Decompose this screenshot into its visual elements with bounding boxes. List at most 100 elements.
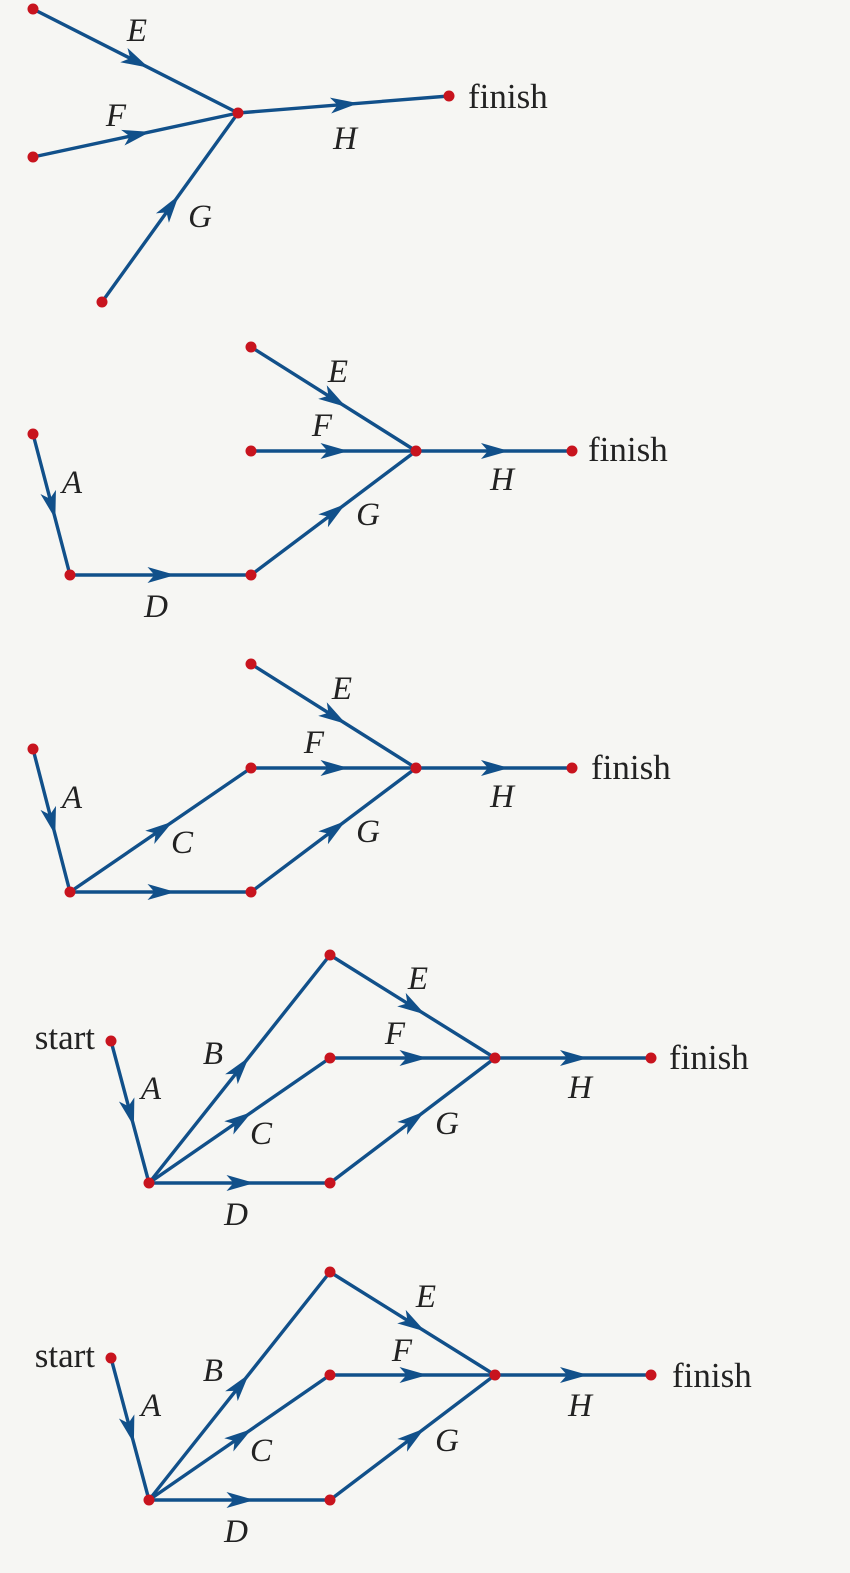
terminal-label-finish: finish [588,430,668,469]
edge-label-h: H [332,121,359,157]
edge-label-c: C [171,825,194,861]
edge-a: A [109,1039,162,1185]
edge-a: A [31,747,83,894]
edge-label-c: C [250,1433,273,1469]
edge-g: G [328,1373,497,1502]
node-point [64,569,76,581]
edge-label-e: E [407,961,428,997]
edge-label-f: F [105,98,127,134]
node-point [443,90,455,102]
edge-g: G [249,449,418,577]
edge-g: G [249,766,418,894]
arrow-icon [481,443,509,459]
node-point [143,1494,155,1506]
arrow-icon [481,760,509,776]
node-point [64,886,76,898]
edge-label-g: G [435,1106,459,1142]
node-point [324,1052,336,1064]
arrow-icon [225,1374,249,1402]
edge-f: F [31,98,240,159]
node-point [245,341,257,353]
node-point [27,743,39,755]
node-point [324,1266,336,1278]
arrow-icon [318,702,347,724]
arrow-icon [226,1175,255,1191]
node-point [489,1052,501,1064]
node-point [489,1369,501,1381]
edge-label-e: E [331,671,352,707]
node-point [105,1035,117,1047]
edge-c: C [147,1056,332,1185]
arrow-icon [121,129,151,146]
edge-h: H [493,1050,653,1106]
arrow-icon [224,1428,252,1452]
edge-c: C [68,766,253,894]
arrow-icon [155,195,179,223]
edge-e: E [249,345,418,453]
arrow-icon [329,97,359,114]
edge-label-h: H [489,462,516,498]
node-point [324,1177,336,1189]
arrow-icon [225,1057,249,1085]
node-point [645,1369,657,1381]
edge-label-g: G [356,814,380,850]
edge-f: F [249,408,418,459]
edge-h: H [414,443,574,498]
edge-label-a: A [60,780,83,816]
edge-label-h: H [489,779,516,815]
edge-label-f: F [391,1333,413,1369]
edge-d: D [147,1175,332,1233]
node-point [27,428,39,440]
arrow-icon [397,1111,425,1135]
edge-unlabeled [68,884,253,900]
arrow-icon [147,567,176,583]
node-point [324,1369,336,1381]
arrow-icon [318,820,346,845]
arrow-icon [399,1050,428,1066]
edge-e: E [328,1270,497,1377]
terminal-label-finish: finish [468,77,548,116]
edge-g: G [100,111,240,304]
node-point [645,1052,657,1064]
arrow-icon [397,992,426,1015]
terminal-label-finish: finish [672,1356,752,1395]
arrow-icon [560,1050,588,1066]
terminal-label-start: start [35,1018,96,1057]
arrow-icon [224,1111,252,1135]
edge-d: D [68,567,253,625]
edge-b: B [147,953,332,1185]
arrow-icon [320,760,349,776]
arrow-icon [118,1414,135,1444]
edge-a: A [109,1356,162,1502]
edge-f: F [328,1016,497,1066]
arrow-icon [226,1492,255,1508]
edge-label-f: F [303,725,325,761]
arrow-icon [118,1097,135,1127]
edge-d: D [147,1492,332,1550]
node-point [232,107,244,119]
edge-c: C [147,1373,332,1502]
node-point [27,3,39,15]
node-point [105,1352,117,1364]
arrow-icon [399,1367,428,1383]
node-point [27,151,39,163]
edge-h: H [236,94,451,157]
edge-label-g: G [188,199,212,235]
node-point [245,658,257,670]
arrow-icon [560,1367,588,1383]
node-point [566,445,578,457]
edge-label-f: F [384,1016,406,1052]
edge-e: E [249,662,418,770]
node-point [245,569,257,581]
arrow-icon [40,489,56,520]
node-point [143,1177,155,1189]
edge-e: E [31,7,240,115]
edge-label-h: H [567,1070,594,1106]
arrow-icon [120,47,149,68]
edge-label-a: A [139,1071,162,1107]
